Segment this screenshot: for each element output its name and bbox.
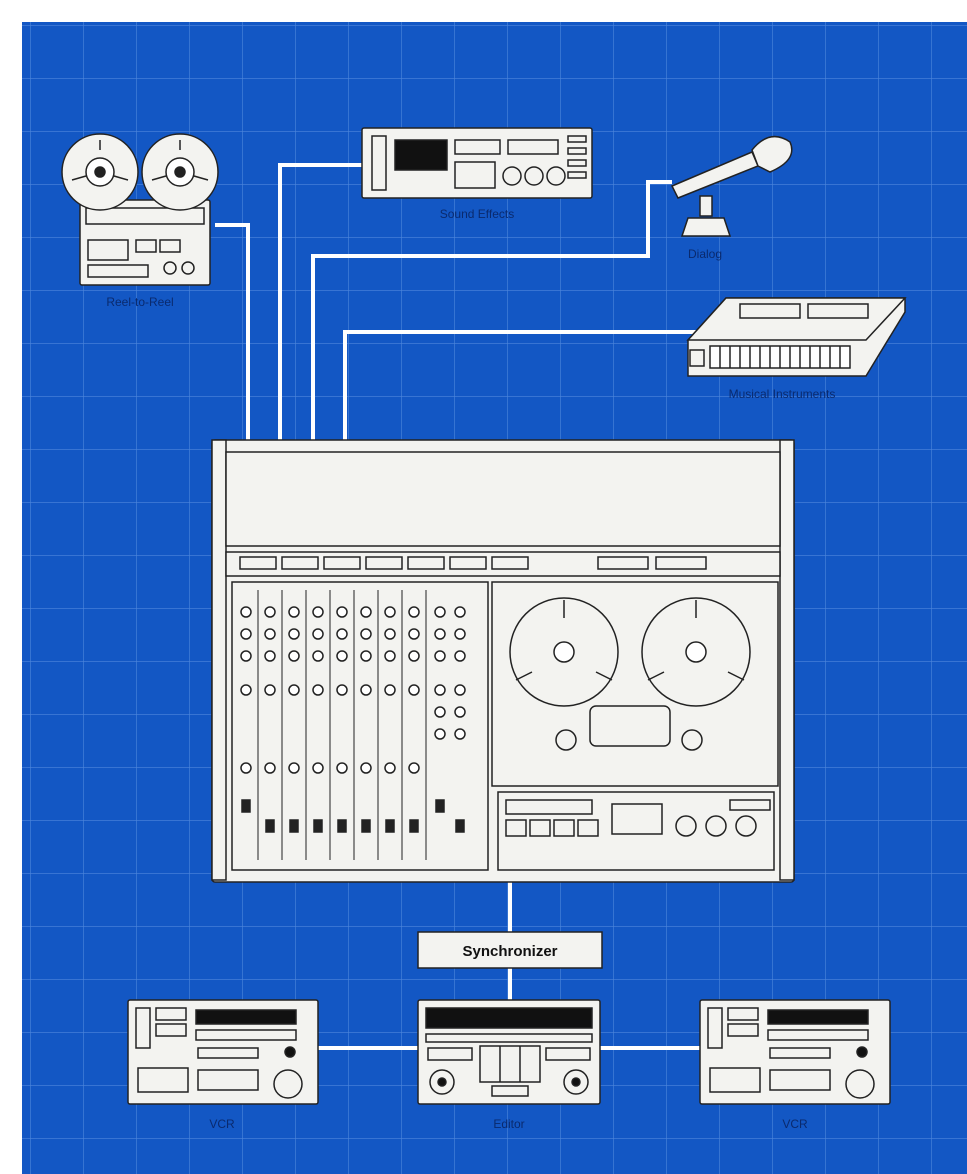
vcr-deck-icon <box>128 1000 318 1104</box>
edit-controller-icon <box>418 1000 600 1104</box>
label-sound-effects: Sound Effects <box>440 207 515 221</box>
vcr-deck-icon-right <box>700 1000 890 1104</box>
label-editor: Editor <box>493 1117 524 1131</box>
mixer-tape-console-icon <box>212 440 794 882</box>
keyboard-synth-icon <box>688 298 905 376</box>
label-reel-to-reel: Reel-to-Reel <box>106 295 173 309</box>
label-synchronizer: Synchronizer <box>462 943 557 960</box>
label-musical-instruments: Musical Instruments <box>729 387 836 401</box>
label-vcr-right: VCR <box>782 1117 808 1131</box>
label-vcr-left: VCR <box>209 1117 235 1131</box>
effects-unit-icon <box>362 128 592 198</box>
synchronizer-box: Synchronizer <box>418 932 602 968</box>
label-dialog: Dialog <box>688 247 722 261</box>
